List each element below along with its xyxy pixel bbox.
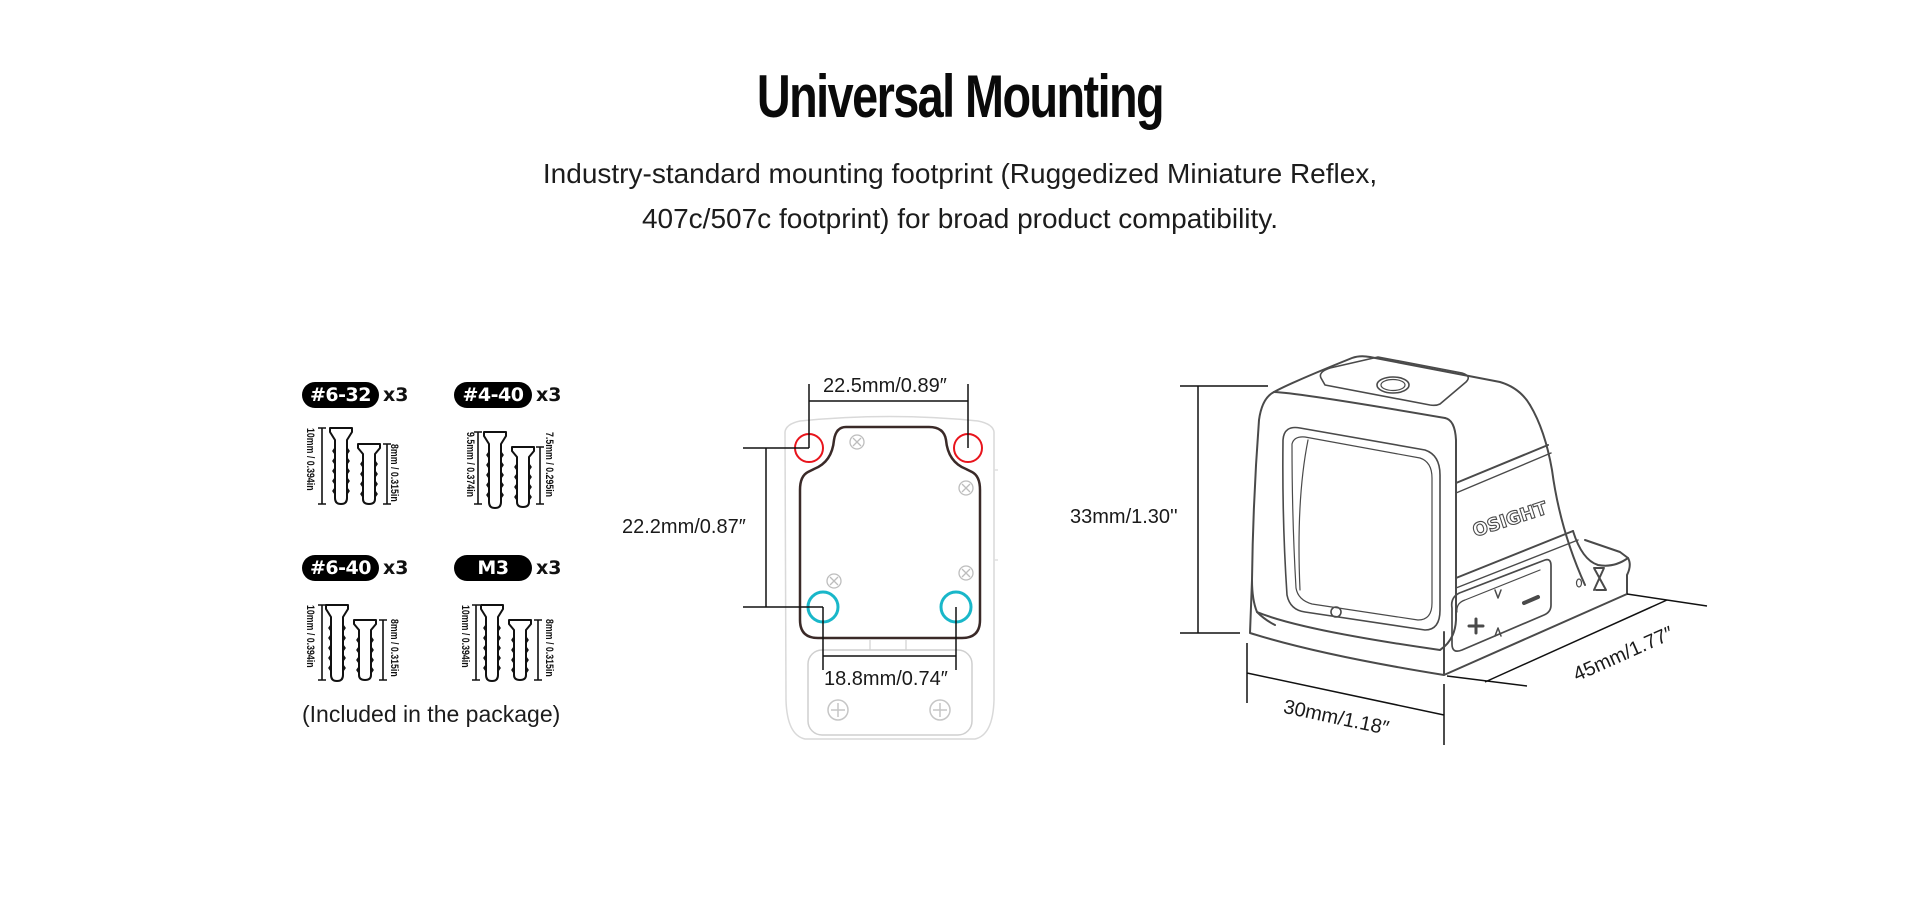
quantity-label: x3 — [383, 384, 409, 406]
mount-plate-outline — [784, 415, 995, 740]
screw-icon-group — [318, 604, 387, 682]
device-dimension-lines — [1180, 385, 1708, 745]
bottom-spacing-label: 18.8mm/0.74″ — [824, 668, 948, 690]
page-subtitle: Industry-standard mounting footprint (Ru… — [0, 151, 1920, 241]
thread-badge: M3 — [454, 555, 532, 581]
plus-screw-icon — [827, 699, 951, 721]
brand-logo: OSIGHT — [1470, 498, 1550, 542]
mount-tab — [807, 649, 973, 736]
thread-badge: #4-40 — [454, 382, 532, 408]
page-title: Universal Mounting — [756, 63, 1165, 130]
subtitle-line-2: 407c/507c footprint) for broad product c… — [641, 203, 1279, 234]
thread-badge: #6-40 — [302, 555, 379, 581]
quantity-label: x3 — [383, 557, 409, 579]
screw-icon-group — [472, 604, 542, 682]
height-label: 33mm/1.30'' — [1070, 506, 1178, 528]
quantity-label: x3 — [536, 384, 562, 406]
subtitle-line-1: Industry-standard mounting footprint (Ru… — [542, 158, 1378, 189]
quantity-label: x3 — [536, 557, 562, 579]
dimension-lines — [743, 384, 969, 670]
x-screw-icon — [826, 434, 974, 589]
package-note: (Included in the package) — [302, 701, 561, 727]
footprint-outline — [798, 425, 982, 640]
thread-badge: #6-32 — [302, 382, 379, 408]
screw-icon-group — [318, 427, 391, 505]
screw-icon-group — [474, 431, 544, 509]
top-spacing-label: 22.5mm/0.89″ — [823, 375, 947, 397]
vertical-spacing-label: 22.2mm/0.87″ — [622, 516, 746, 538]
